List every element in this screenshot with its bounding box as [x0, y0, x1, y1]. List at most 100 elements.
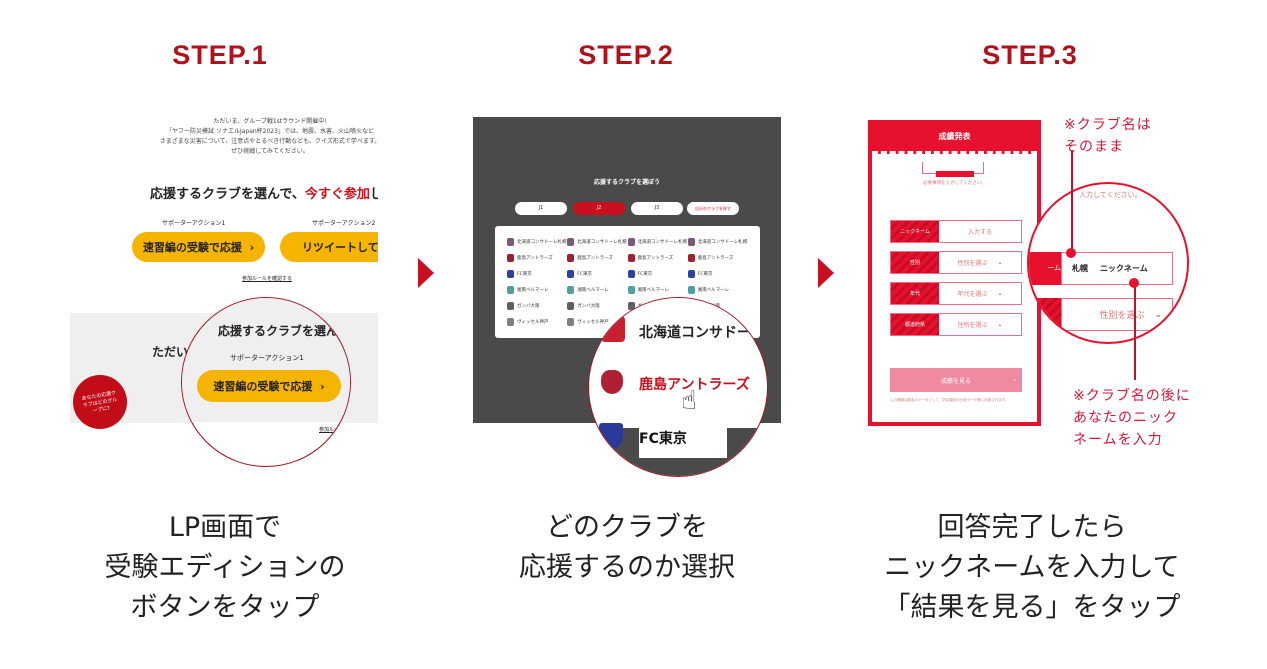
zoom-circle: 応援するクラブを選ん サポーターアクション1 速習編の受験で応援 › 参加ルール	[181, 297, 351, 467]
form-field[interactable]: 性別性別を選ぶ⌄	[890, 251, 1022, 274]
club-consadole[interactable]: 北海道コンサドーレ	[639, 325, 765, 341]
zoom-instruction: 入力してください。	[1079, 191, 1142, 199]
club-crest-icon	[687, 254, 695, 262]
footnote: 入力情報は匿名のデータとして、防災模試の分析データ等に利用されます。	[890, 398, 1009, 402]
caption-line: 応援するのか選択	[519, 552, 735, 583]
field-value: 住所を選ぶ⌄	[939, 314, 1021, 335]
club-name: FC東京	[697, 272, 713, 277]
results-header: 成績発表	[872, 124, 1037, 154]
field-value: 年代を選ぶ ⌄	[939, 283, 1021, 304]
zoom-heading: 応援するクラブを選ん	[218, 324, 339, 338]
note-nickname: ※クラブ名の後にあなたのニックネームを入力	[1073, 385, 1191, 451]
field-label: 都道府県	[891, 314, 939, 335]
rules-link[interactable]: 参加ルールを確認する	[242, 276, 293, 282]
club-item[interactable]: 北海道コンサドーレ札幌	[567, 236, 627, 248]
club-crest-icon	[627, 254, 635, 262]
club-fctokyo[interactable]: FC東京	[639, 428, 727, 458]
club-item[interactable]: ガンバ大阪	[507, 300, 567, 312]
club-crest-icon	[567, 270, 575, 278]
action1-label: サポーターアクション1	[162, 220, 226, 227]
club-item[interactable]: 湘南ベルマーレ	[687, 284, 748, 296]
club-antlers[interactable]: 鹿島アントラーズ	[639, 377, 750, 393]
chevron-down-icon: ⌄	[997, 259, 1003, 266]
club-item[interactable]: ヴィッセル神戸	[507, 316, 567, 328]
club-item[interactable]: 湘南ベルマーレ	[507, 284, 567, 296]
pointer-dot	[1129, 278, 1139, 288]
field-value-text: 入力する	[967, 229, 992, 236]
consadole-crest-icon	[601, 316, 625, 342]
chevron-right-icon: ›	[1013, 376, 1016, 384]
zoom-field-label: ーム	[1029, 252, 1061, 285]
step1-title: STEP.1	[172, 40, 268, 70]
club-crest-icon	[687, 286, 695, 294]
chevron-right-icon: ›	[249, 240, 255, 254]
form-field[interactable]: 都道府県住所を選ぶ⌄	[890, 313, 1022, 336]
tab-j1[interactable]: J1	[515, 202, 567, 215]
tab-j2[interactable]: J2	[573, 202, 625, 215]
club-item[interactable]: FC東京	[687, 268, 748, 280]
instruction-text: 必要事項を入力してください。	[923, 181, 986, 186]
club-item[interactable]: 北海道コンサドーレ札幌	[687, 236, 748, 248]
field-label: ニックネーム	[891, 221, 939, 242]
club-item[interactable]: 鹿島アントラーズ	[627, 252, 688, 264]
club-select-title: 応援するクラブを選ぼう	[593, 179, 660, 186]
club-name: 北海道コンサドーレ札幌	[517, 240, 567, 245]
heading-text: しよう	[369, 187, 378, 202]
intro-line: ただいま、グループ戦1stラウンド開催中!	[213, 118, 327, 125]
fctokyo-crest-icon	[599, 423, 623, 449]
club-item[interactable]: 北海道コンサドーレ札幌	[627, 236, 688, 248]
club-name: FC東京	[637, 272, 653, 277]
club-item[interactable]: 鹿島アントラーズ	[507, 252, 567, 264]
nickname-input[interactable]: 札幌ニックネーム	[1061, 252, 1173, 285]
view-results-button[interactable]: 成績を見る›	[890, 368, 1022, 392]
step3-title: STEP.3	[982, 40, 1078, 70]
form-field[interactable]: ニックネーム 入力する	[890, 220, 1022, 243]
club-item[interactable]: 北海道コンサドーレ札幌	[507, 236, 567, 248]
hand-pointer-icon: ☝	[681, 386, 697, 416]
club-name: 湘南ベルマーレ	[637, 288, 670, 293]
tab-j3[interactable]: J3	[631, 202, 683, 215]
form-field[interactable]: 年代年代を選ぶ⌄	[890, 282, 1022, 305]
retweet-button[interactable]: リツイートして応援	[280, 232, 378, 262]
club-item[interactable]: FC東京	[627, 268, 688, 280]
club-name: 鹿島アントラーズ	[517, 256, 553, 261]
club-name: 鹿島アントラーズ	[697, 256, 734, 261]
heading-accent: 今すぐ参加	[304, 187, 370, 202]
zoom-rules-link[interactable]: 参加ルール	[319, 427, 345, 433]
club-crest-icon	[507, 318, 514, 326]
club-crest-icon	[627, 270, 635, 278]
caption-line: 回答完了したら	[937, 512, 1127, 543]
field-value: 入力する	[939, 221, 1021, 242]
caption-line: LP画面で	[168, 512, 282, 543]
nickname-text: ニックネーム	[1100, 264, 1148, 273]
club-name: 北海道コンサドーレ札幌	[637, 240, 688, 245]
note-line: ※クラブ名は	[1064, 117, 1152, 133]
zoom-speed-exam-button[interactable]: 速習編の受験で応援 ›	[197, 370, 341, 402]
next-arrow-icon	[818, 258, 834, 288]
caption-line: ボタンをタップ	[130, 592, 320, 623]
speed-exam-button[interactable]: 速習編の受験で応援 ›	[132, 232, 265, 262]
club-item[interactable]: 湘南ベルマーレ	[567, 284, 627, 296]
step3-screenshot: 成績発表 必要事項を入力してください。 ニックネーム 入力する性別性別を選ぶ⌄ 年代…	[868, 120, 1041, 426]
field-value-text: 年代を選ぶ	[957, 291, 988, 298]
club-item[interactable]: FC東京	[507, 268, 567, 280]
step2-title: STEP.2	[578, 40, 674, 70]
chevron-right-icon: ›	[320, 379, 325, 393]
club-item[interactable]: 湘南ベルマーレ	[627, 284, 688, 296]
pointer-dot	[1066, 248, 1076, 258]
chevron-down-icon: ⌄	[997, 290, 1003, 297]
chevron-down-icon: ⌄	[1154, 309, 1162, 320]
chevron-down-icon: ⌄	[997, 321, 1003, 328]
intro-line: ぜひ挑戦してみてください。	[231, 148, 309, 155]
club-name: 湘南ベルマーレ	[517, 288, 549, 293]
club-item[interactable]: 鹿島アントラーズ	[567, 252, 627, 264]
club-item[interactable]: FC東京	[567, 268, 627, 280]
club-item[interactable]: 鹿島アントラーズ	[687, 252, 748, 264]
gender-select[interactable]: 性別を選ぶ⌄	[1061, 298, 1173, 331]
field-label: 性別	[891, 252, 939, 273]
club-name: 鹿島アントラーズ	[637, 256, 674, 261]
next-arrow-icon	[418, 258, 434, 288]
tab-search-club[interactable]: 自分のクラブを探す	[687, 202, 739, 215]
club-crest-icon	[567, 318, 575, 326]
club-item[interactable]: ガンバ大阪	[567, 300, 627, 312]
